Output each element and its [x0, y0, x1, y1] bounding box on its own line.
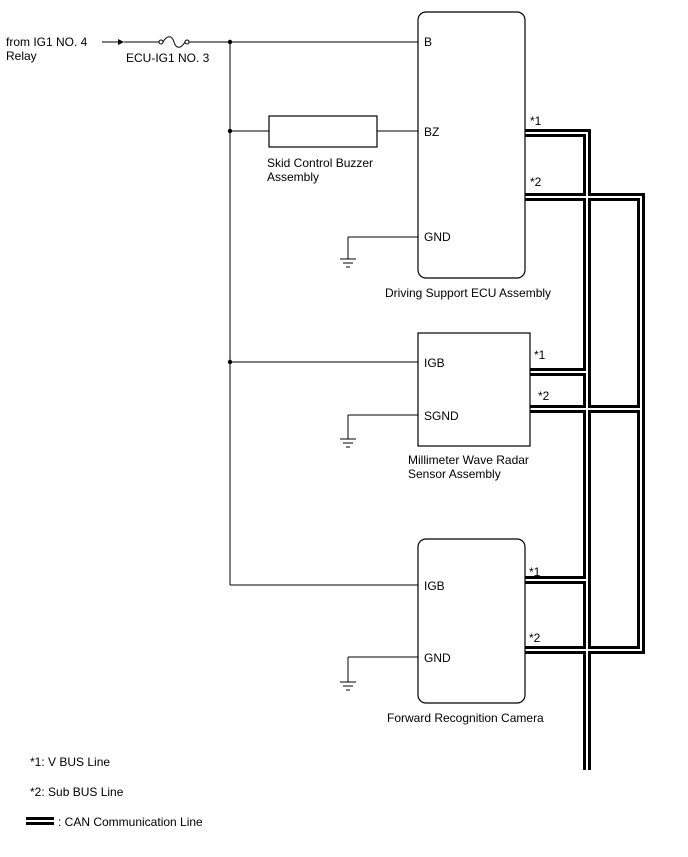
power-bus-wires	[189, 39, 418, 586]
ecu-pin-gnd: GND	[424, 230, 451, 244]
source-label-line1: from IG1 NO. 4	[6, 35, 88, 49]
legend-item-can: : CAN Communication Line	[58, 815, 203, 829]
fuse-terminal-right	[184, 39, 190, 45]
legend-item-v-bus: *1: V BUS Line	[30, 755, 110, 769]
fuse-element	[162, 36, 186, 48]
ecu-pin-b: B	[424, 35, 432, 49]
ecu-bus1-label: *1	[530, 114, 542, 128]
radar-bus1-label: *1	[534, 348, 546, 362]
fuse-ecu-ig1-no3: ECU-IG1 NO. 3	[126, 36, 210, 65]
ecu-bus2-label: *2	[530, 175, 542, 189]
ecu-name: Driving Support ECU Assembly	[385, 286, 551, 300]
camera-name: Forward Recognition Camera	[387, 711, 544, 725]
millimeter-wave-radar: IGB SGND *1 *2 Millimeter Wave Radar Sen…	[340, 332, 550, 481]
buzzer-label-line1: Skid Control Buzzer	[267, 156, 373, 170]
legend: *1: V BUS Line *2: Sub BUS Line : CAN Co…	[26, 755, 203, 829]
fuse-terminal-left	[158, 39, 164, 45]
junction-dot	[227, 39, 233, 45]
radar-box	[417, 332, 531, 447]
radar-bus2-label: *2	[538, 389, 550, 403]
radar-name-line1: Millimeter Wave Radar	[408, 453, 529, 467]
buzzer-label-line2: Assembly	[267, 170, 319, 184]
source-label-line2: Relay	[6, 49, 37, 63]
camera-bus2-label: *2	[529, 631, 541, 645]
radar-pin-igb: IGB	[424, 356, 445, 370]
junction-dot	[227, 359, 233, 365]
radar-name-line2: Sensor Assembly	[408, 467, 501, 481]
ecu-pin-bz: BZ	[424, 125, 439, 139]
camera-bus1-label: *1	[529, 565, 541, 579]
legend-item-sub-bus: *2: Sub BUS Line	[30, 785, 124, 799]
camera-box	[417, 538, 526, 704]
fuse-label: ECU-IG1 NO. 3	[126, 51, 210, 65]
ecu-box	[417, 11, 526, 279]
camera-pin-igb: IGB	[424, 579, 445, 593]
source-arrow-head	[118, 39, 124, 45]
power-source: from IG1 NO. 4 Relay	[6, 35, 159, 63]
ground-symbol-icon	[340, 681, 356, 691]
radar-pin-sgnd: SGND	[424, 409, 459, 423]
skid-control-buzzer: Skid Control Buzzer Assembly	[267, 115, 378, 184]
junction-dot	[227, 128, 233, 134]
ground-symbol-icon	[340, 438, 356, 448]
ground-symbol-icon	[340, 258, 356, 268]
camera-pin-gnd: GND	[424, 651, 451, 665]
forward-recognition-camera: IGB GND *1 *2 Forward Recognition Camera	[340, 538, 544, 725]
buzzer-box	[268, 115, 378, 148]
can-bus-lines	[525, 129, 645, 770]
driving-support-ecu: B BZ GND *1 *2 Driving Support ECU Assem…	[340, 11, 551, 300]
